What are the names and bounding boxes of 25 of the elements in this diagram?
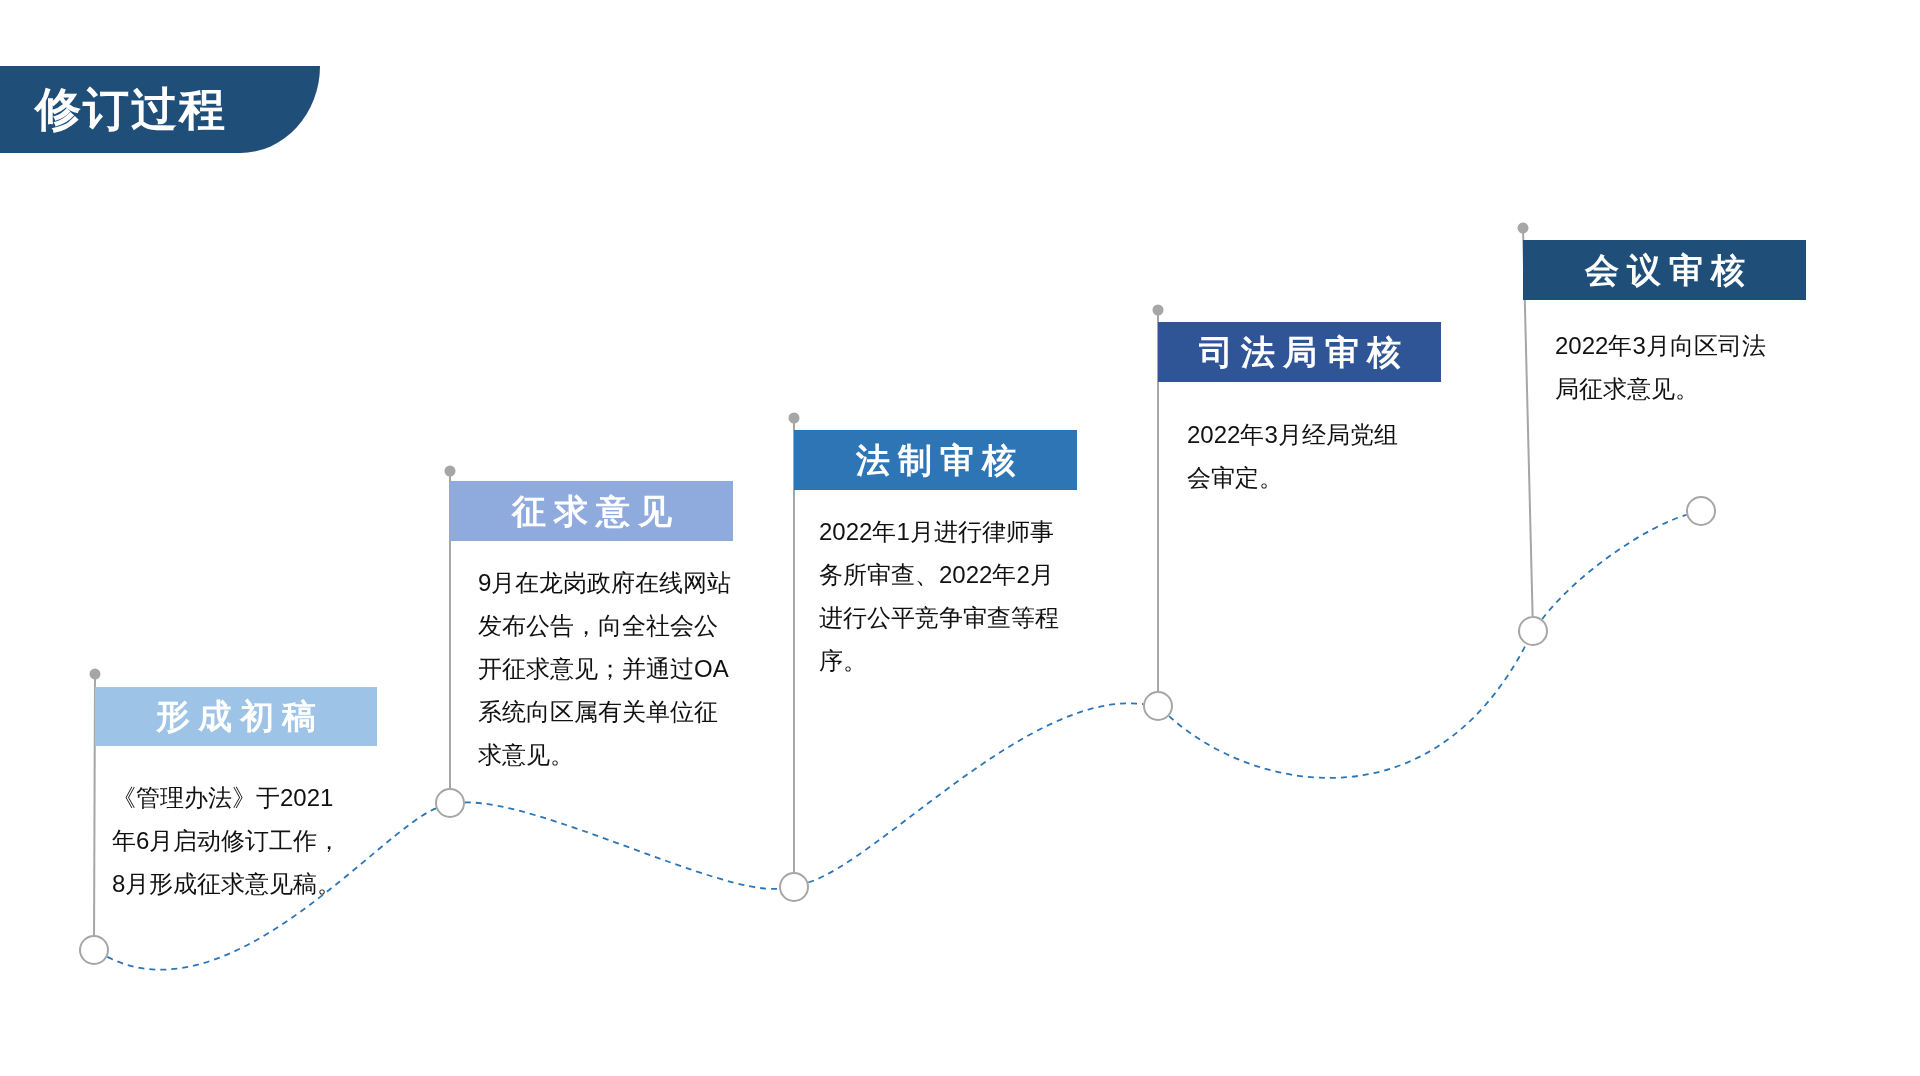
flag-banner: 征求意见	[450, 481, 733, 541]
flag-pole	[444, 465, 456, 789]
timeline-curve	[464, 801, 780, 890]
title-banner: 修订过程	[0, 66, 320, 153]
timeline-curve	[1541, 514, 1688, 620]
timeline-circle	[79, 935, 109, 965]
description-text: 2022年3月向区司法局征求意见。	[1555, 331, 1767, 404]
timeline-circle	[1686, 496, 1716, 526]
description-text: 2022年1月进行律师事务所审查、2022年2月进行公平竞争审查等程序。	[819, 517, 1060, 676]
flag-pole	[788, 412, 800, 873]
timeline-curve	[106, 807, 437, 971]
timeline-curve	[1168, 643, 1527, 779]
timeline-circle	[1143, 691, 1173, 721]
description-text: 《管理办法》于2021年6月启动修订工作，8月形成征求意见稿。	[112, 783, 343, 899]
description-text: 9月在龙岗政府在线网站发布公告，向全社会公开征求意见；并通过OA系统向区属有关单位征求意见。	[478, 568, 733, 770]
timeline-circle	[1518, 616, 1548, 646]
flag-banner: 形成初稿	[95, 687, 377, 746]
flag-banner: 法制审核	[794, 430, 1077, 490]
description-text: 2022年3月经局党组会审定。	[1187, 420, 1399, 493]
timeline-circle	[435, 788, 465, 818]
flag-pole	[1152, 304, 1164, 692]
flag-banner: 会议审核	[1523, 240, 1806, 300]
timeline-circle	[779, 872, 809, 902]
flag-banner: 司法局审核	[1158, 322, 1441, 382]
flag-pole	[89, 668, 101, 936]
